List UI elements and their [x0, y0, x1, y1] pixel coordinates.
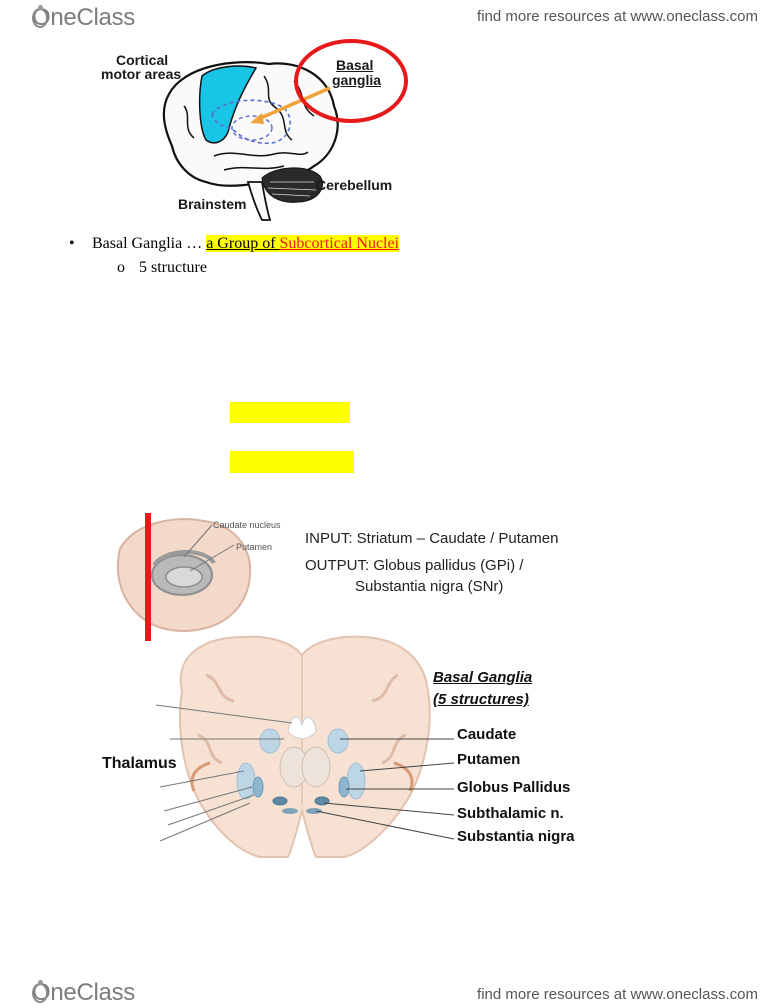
coronal-section-line — [145, 513, 151, 641]
arrow-to-basal-ganglia — [255, 86, 331, 122]
figure-lateral-brain: Cortical motor areas Basal ganglia Cereb… — [94, 36, 424, 222]
sub-bullet-glyph: o — [117, 259, 125, 276]
output-line-2: Substantia nigra (SNr) — [355, 578, 504, 595]
five-structures-subtitle: (5 structures) — [433, 691, 529, 708]
label-cortical: Cortical — [116, 52, 169, 68]
highlight-bar-1 — [230, 402, 350, 423]
label-globus-pallidus: Globus Pallidus — [457, 779, 571, 796]
bullet-glyph: • — [69, 235, 75, 252]
footer-oneclass-logo: OneClass — [32, 979, 135, 1007]
label-substantia-nigra: Substantia nigra — [457, 828, 575, 845]
basal-ganglia-title: Basal Ganglia — [433, 669, 533, 686]
footer-logo-text: OneClass — [32, 979, 135, 1006]
header-resources-link[interactable]: find more resources at www.oneclass.com — [477, 8, 758, 25]
highlight-bar-2 — [230, 451, 354, 473]
label-motor-areas: motor areas — [101, 66, 182, 82]
label-putamen: Putamen — [457, 751, 521, 768]
label-subthalamic-n: Subthalamic n. — [457, 805, 564, 822]
figure-basal-ganglia-structures: Caudate nucleus Putamen INPUT: Striatum … — [94, 505, 598, 863]
highlight-subcortical-nuclei: Subcortical Nuclei — [279, 235, 400, 252]
logo-text: OneClass — [32, 4, 135, 31]
label-caudate-nucleus: Caudate nucleus — [213, 520, 281, 530]
footer-resources-link[interactable]: find more resources at www.oneclass.com — [477, 986, 758, 1003]
red-highlight-circle — [294, 39, 408, 123]
highlight-group-of: a Group of — [206, 235, 280, 252]
label-basal: Basal — [336, 57, 374, 73]
bullet-basal-ganglia: • Basal Ganglia … a Group of Subcortical … — [69, 234, 400, 254]
input-line: INPUT: Striatum – Caudate / Putamen — [305, 530, 559, 547]
logo-mark-icon — [32, 5, 48, 28]
basal-ganglia-illustration — [116, 513, 455, 858]
label-brainstem: Brainstem — [178, 196, 247, 212]
label-caudate: Caudate — [457, 726, 517, 743]
sub-bullet-5-structure: o 5 structure — [117, 258, 207, 278]
lateral-brain-illustration — [162, 39, 408, 221]
label-putamen-small: Putamen — [236, 542, 273, 552]
oneclass-logo: OneClass — [32, 4, 135, 32]
bullet-lead-text: Basal Ganglia … — [92, 235, 207, 252]
sub-bullet-text: 5 structure — [139, 259, 207, 276]
label-thalamus: Thalamus — [102, 755, 177, 772]
output-line-1: OUTPUT: Globus pallidus (GPi) / — [305, 557, 524, 574]
footer-logo-mark-icon — [32, 980, 48, 1003]
label-ganglia: ganglia — [332, 72, 382, 88]
label-cerebellum: Cerebellum — [316, 177, 393, 193]
